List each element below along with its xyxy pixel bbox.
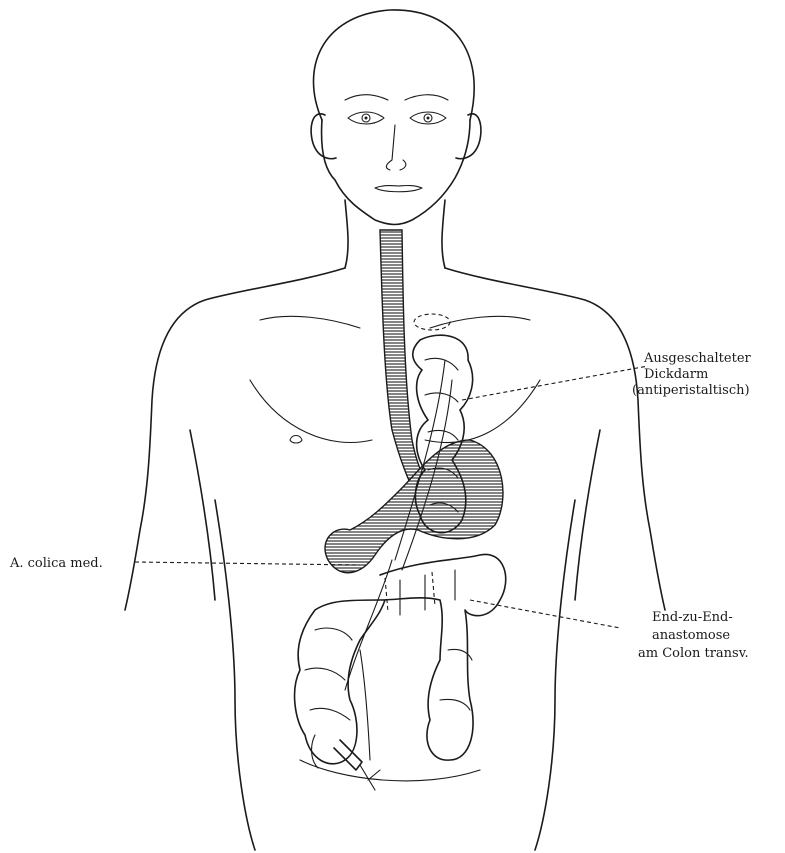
label-colon-bypass: Ausgeschalteter Dickdarm (antiperistalti… xyxy=(632,351,752,398)
label-anastomosis-line-2: anastomose xyxy=(652,628,730,643)
leader-colon-bypass xyxy=(462,366,648,400)
leader-anastomosis xyxy=(470,600,620,628)
label-anastomosis-line-1: End-zu-End- xyxy=(652,610,733,625)
label-anastomosis: End-zu-End- anastomose am Colon transv. xyxy=(638,610,749,661)
label-anastomosis-line-3: am Colon transv. xyxy=(638,646,749,661)
esophagus xyxy=(380,230,432,500)
leader-artery xyxy=(135,562,360,565)
label-colon-bypass-line-1: Ausgeschalteter xyxy=(643,351,752,366)
right-eye xyxy=(410,112,446,124)
left-eye xyxy=(348,112,384,124)
main-colon xyxy=(295,554,506,790)
label-colon-bypass-line-2: Dickdarm xyxy=(644,367,708,382)
head xyxy=(311,10,481,225)
label-colon-bypass-line-3: (antiperistaltisch) xyxy=(632,383,750,398)
label-artery: A. colica med. xyxy=(9,556,103,571)
